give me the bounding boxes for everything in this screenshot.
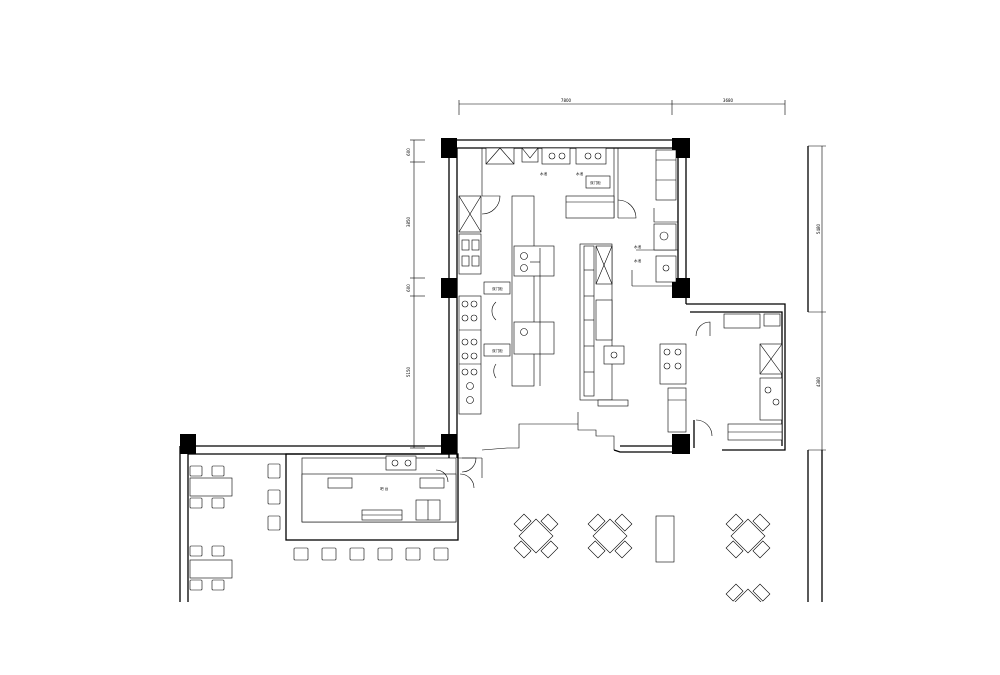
- dimension-top: 7800 3680: [458, 98, 786, 115]
- dim-left-4: 5150: [406, 366, 411, 377]
- label-equip-1: 双门柜: [492, 286, 503, 291]
- label-equip-3: 双门柜: [590, 180, 601, 185]
- label-bar: 吧 台: [380, 486, 389, 491]
- annex-equipment: [723, 313, 783, 441]
- bar-stools: [267, 463, 449, 561]
- kitchen-top-row: 水池 水池 双门柜 水池 水池: [485, 147, 677, 286]
- svg-text:水池: 水池: [540, 171, 548, 176]
- dining-left: [189, 465, 233, 591]
- dim-left-3: 600: [406, 284, 411, 292]
- dim-right-2: 4380: [816, 376, 821, 387]
- svg-text:水池: 水池: [634, 258, 642, 263]
- bar-counter: 吧 台: [267, 453, 477, 561]
- dim-left-2: 3850: [406, 216, 411, 227]
- dim-top-1: 7800: [561, 98, 572, 103]
- columns: [180, 138, 690, 454]
- dim-right-1: 5480: [816, 223, 821, 234]
- dimension-left: 600 3850 600 5150: [406, 139, 425, 449]
- dim-top-2: 3680: [723, 98, 734, 103]
- kitchen-left-run: 双门柜 双门柜: [458, 195, 511, 415]
- svg-text:水池: 水池: [576, 171, 584, 176]
- dimension-right: 5480 4380: [808, 145, 826, 451]
- kitchen-islands: [511, 195, 629, 407]
- walls: [179, 139, 823, 602]
- label-equip-2: 双门柜: [492, 348, 503, 353]
- kitchen-lower-right: [659, 321, 713, 437]
- svg-text:水池: 水池: [634, 244, 642, 249]
- dim-left-1: 600: [406, 148, 411, 156]
